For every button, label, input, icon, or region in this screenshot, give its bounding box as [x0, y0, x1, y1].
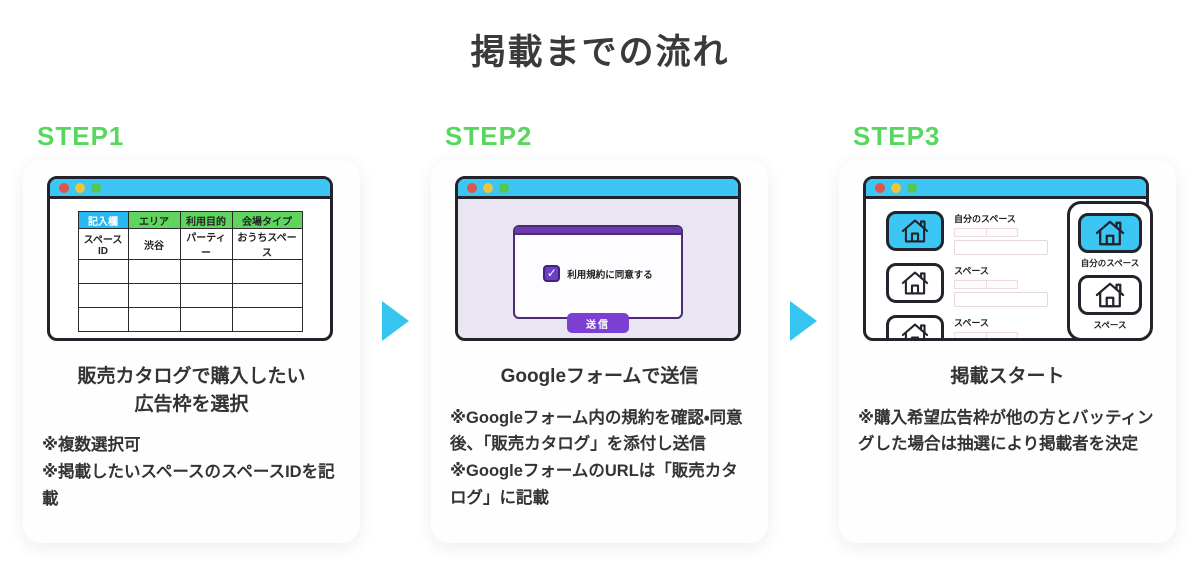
house-tile	[1078, 275, 1142, 315]
flow-gap	[768, 121, 839, 341]
house-icon	[901, 219, 929, 243]
header-cell-entry: 記入欄	[77, 211, 129, 229]
space-row: スペース	[886, 315, 1146, 338]
traffic-light-red-icon	[875, 182, 885, 193]
house-icon	[901, 323, 929, 338]
table-row: スペースID 渋谷 パーティー おうちスペース	[77, 228, 303, 260]
note: ※掲載したいスペースのスペースIDを記載	[42, 462, 335, 508]
note: ※Googleフォーム内の規約を確認・同意後、「販売カタログ」を添付し送信	[450, 408, 743, 454]
browser-titlebar	[50, 179, 330, 199]
arrow-right-icon	[790, 301, 817, 341]
house-tile	[1078, 213, 1142, 253]
step3-heading: 掲載スタート	[950, 366, 1065, 387]
catalog-table: 記入欄 エリア 利用目的 会場タイプ スペースID 渋谷 パーティー おうちスペ…	[77, 211, 303, 332]
dialog-titlebar	[515, 227, 681, 235]
header-cell-purpose: 利用目的	[179, 211, 233, 229]
step1-column: STEP1 記入欄 エリア 利用目的 会場タイプ	[23, 121, 360, 543]
step2-browser-window: ✓ 利用規約に同意する 送信	[455, 176, 741, 341]
mini-input	[954, 332, 1018, 338]
traffic-light-red-icon	[467, 182, 477, 193]
cell-area: 渋谷	[127, 228, 181, 260]
terms-checkbox-label: 利用規約に同意する	[567, 269, 653, 281]
space-detail-panel: 自分のスペース スペース	[1067, 201, 1153, 341]
browser-titlebar	[458, 179, 738, 199]
step2-card: ✓ 利用規約に同意する 送信 Googleフォームで送信 ※Googleフォーム…	[431, 160, 768, 543]
submit-button[interactable]: 送信	[567, 313, 629, 333]
step3-label: STEP3	[853, 121, 941, 151]
space-name: 自分のスペース	[1080, 258, 1140, 268]
step2-heading: Googleフォームで送信	[500, 366, 699, 387]
step3-column: STEP3	[839, 121, 1176, 543]
steps-flow: STEP1 記入欄 エリア 利用目的 会場タイプ	[0, 121, 1200, 543]
step1-browser-window: 記入欄 エリア 利用目的 会場タイプ スペースID 渋谷 パーティー おうちスペ…	[47, 176, 333, 341]
cell-purpose: パーティー	[179, 228, 233, 260]
traffic-light-yellow-icon	[483, 182, 493, 193]
step2-label: STEP2	[445, 121, 533, 151]
note: ※購入希望広告枠が他の方とバッティングした場合は抽選により掲載者を決定	[858, 408, 1154, 454]
space-name: スペース	[954, 266, 989, 276]
flow-gap	[360, 121, 431, 341]
header-cell-venue-type: 会場タイプ	[231, 211, 303, 229]
agree-row: ✓ 利用規約に同意する	[515, 265, 681, 282]
traffic-light-green-icon	[91, 182, 101, 193]
table-header-row: 記入欄 エリア 利用目的 会場タイプ	[77, 211, 303, 229]
space-name: スペース	[1093, 320, 1127, 330]
mini-input	[954, 228, 1018, 237]
step1-heading: 販売カタログで購入したい 広告枠を選択	[77, 366, 306, 415]
mini-input	[954, 280, 1018, 289]
traffic-light-green-icon	[907, 182, 917, 193]
step3-card: 自分のスペース スペース	[839, 160, 1176, 543]
terms-checkbox[interactable]: ✓	[543, 265, 561, 282]
header-cell-area: エリア	[127, 211, 181, 229]
table-row-empty	[77, 259, 303, 284]
traffic-light-yellow-icon	[891, 182, 901, 193]
arrow-right-icon	[382, 301, 409, 341]
house-tile	[886, 263, 944, 303]
house-icon	[1095, 220, 1125, 246]
house-tile	[886, 315, 944, 338]
step1-card: 記入欄 エリア 利用目的 会場タイプ スペースID 渋谷 パーティー おうちスペ…	[23, 160, 360, 543]
table-row-empty	[77, 283, 303, 308]
input-box	[954, 292, 1048, 307]
table-row-empty	[77, 307, 303, 332]
house-tile	[886, 211, 944, 251]
space-row: スペース	[886, 263, 1146, 307]
step1-notes: ※複数選択可 ※掲載したいスペースのスペースIDを記載	[23, 418, 360, 512]
house-icon	[1095, 282, 1125, 308]
cell-venue: おうちスペース	[231, 228, 303, 260]
space-name: 自分のスペース	[954, 214, 1016, 224]
traffic-light-green-icon	[499, 182, 509, 193]
note: ※複数選択可	[42, 436, 141, 455]
space-row: 自分のスペース	[886, 211, 1146, 255]
cell-space-id: スペースID	[77, 228, 129, 260]
catalog-table-area: 記入欄 エリア 利用目的 会場タイプ スペースID 渋谷 パーティー おうちスペ…	[50, 199, 330, 332]
space-name: スペース	[954, 318, 989, 328]
note: ※GoogleフォームのURLは「販売カタログ」に記載	[450, 461, 738, 507]
traffic-light-red-icon	[59, 182, 69, 193]
step3-notes: ※購入希望広告枠が他の方とバッティングした場合は抽選により掲載者を決定	[839, 391, 1176, 458]
browser-titlebar	[866, 179, 1146, 199]
input-box	[954, 240, 1048, 255]
step1-label: STEP1	[37, 121, 125, 151]
terms-dialog: ✓ 利用規約に同意する	[513, 225, 683, 319]
form-body: ✓ 利用規約に同意する 送信	[458, 199, 738, 338]
house-icon	[901, 271, 929, 295]
traffic-light-yellow-icon	[75, 182, 85, 193]
step2-column: STEP2 ✓ 利用規約に同意する 送信	[431, 121, 768, 543]
step2-notes: ※Googleフォーム内の規約を確認・同意後、「販売カタログ」を添付し送信 ※G…	[431, 391, 768, 512]
space-list: 自分のスペース スペース	[866, 199, 1146, 338]
page-title: 掲載までの流れ	[470, 33, 730, 72]
